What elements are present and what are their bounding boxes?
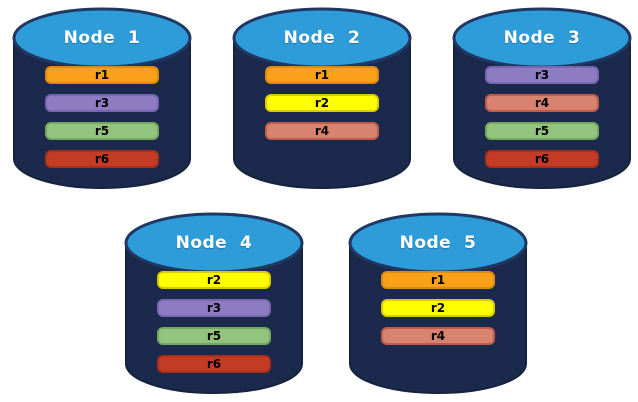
database-node: Node 4 r2 r3 r5 r6 xyxy=(124,212,304,395)
database-node: Node 1 r1 r3 r5 r6 xyxy=(12,7,192,190)
replica-label: r5 xyxy=(94,124,110,138)
database-node: Node 5 r1 r2 r4 xyxy=(348,212,528,395)
database-node: Node 2 r1 r2 r4 xyxy=(232,7,412,190)
replica-list: r3 r4 r5 r6 xyxy=(485,66,599,178)
replica-bar-r3: r3 xyxy=(485,66,599,84)
node-title: Node 1 xyxy=(63,28,141,48)
replica-label: r1 xyxy=(430,273,446,287)
replica-bar-r5: r5 xyxy=(485,122,599,140)
replica-bar-r5: r5 xyxy=(45,122,159,140)
replica-label: r2 xyxy=(206,273,222,287)
replica-label: r2 xyxy=(314,96,330,110)
replica-bar-r4: r4 xyxy=(485,94,599,112)
replica-bar-r6: r6 xyxy=(45,150,159,168)
replica-label: r2 xyxy=(430,301,446,315)
replica-label: r6 xyxy=(94,152,110,166)
node-title: Node 5 xyxy=(399,233,477,253)
replica-list: r1 r2 r4 xyxy=(381,271,495,355)
replica-bar-r6: r6 xyxy=(485,150,599,168)
replica-bar-r4: r4 xyxy=(381,327,495,345)
replica-bar-r3: r3 xyxy=(157,299,271,317)
replica-bar-r1: r1 xyxy=(45,66,159,84)
replica-list: r2 r3 r5 r6 xyxy=(157,271,271,383)
replica-bar-r2: r2 xyxy=(381,299,495,317)
node-title: Node 3 xyxy=(503,28,581,48)
replica-label: r4 xyxy=(534,96,550,110)
replica-bar-r1: r1 xyxy=(381,271,495,289)
replica-bar-r1: r1 xyxy=(265,66,379,84)
replica-bar-r2: r2 xyxy=(265,94,379,112)
database-node: Node 3 r3 r4 r5 r6 xyxy=(452,7,632,190)
replica-label: r1 xyxy=(94,68,110,82)
replica-list: r1 r2 r4 xyxy=(265,66,379,150)
replica-label: r3 xyxy=(94,96,110,110)
replica-label: r6 xyxy=(534,152,550,166)
replica-label: r3 xyxy=(534,68,550,82)
node-title: Node 4 xyxy=(175,233,253,253)
node-title: Node 2 xyxy=(283,28,361,48)
replica-list: r1 r3 r5 r6 xyxy=(45,66,159,178)
replica-label: r1 xyxy=(314,68,330,82)
replica-label: r6 xyxy=(206,357,222,371)
replica-label: r4 xyxy=(430,329,446,343)
replica-bar-r2: r2 xyxy=(157,271,271,289)
replica-bar-r3: r3 xyxy=(45,94,159,112)
replica-label: r5 xyxy=(534,124,550,138)
replica-label: r3 xyxy=(206,301,222,315)
replica-bar-r6: r6 xyxy=(157,355,271,373)
replica-label: r5 xyxy=(206,329,222,343)
replica-label: r4 xyxy=(314,124,330,138)
replica-bar-r4: r4 xyxy=(265,122,379,140)
replica-bar-r5: r5 xyxy=(157,327,271,345)
